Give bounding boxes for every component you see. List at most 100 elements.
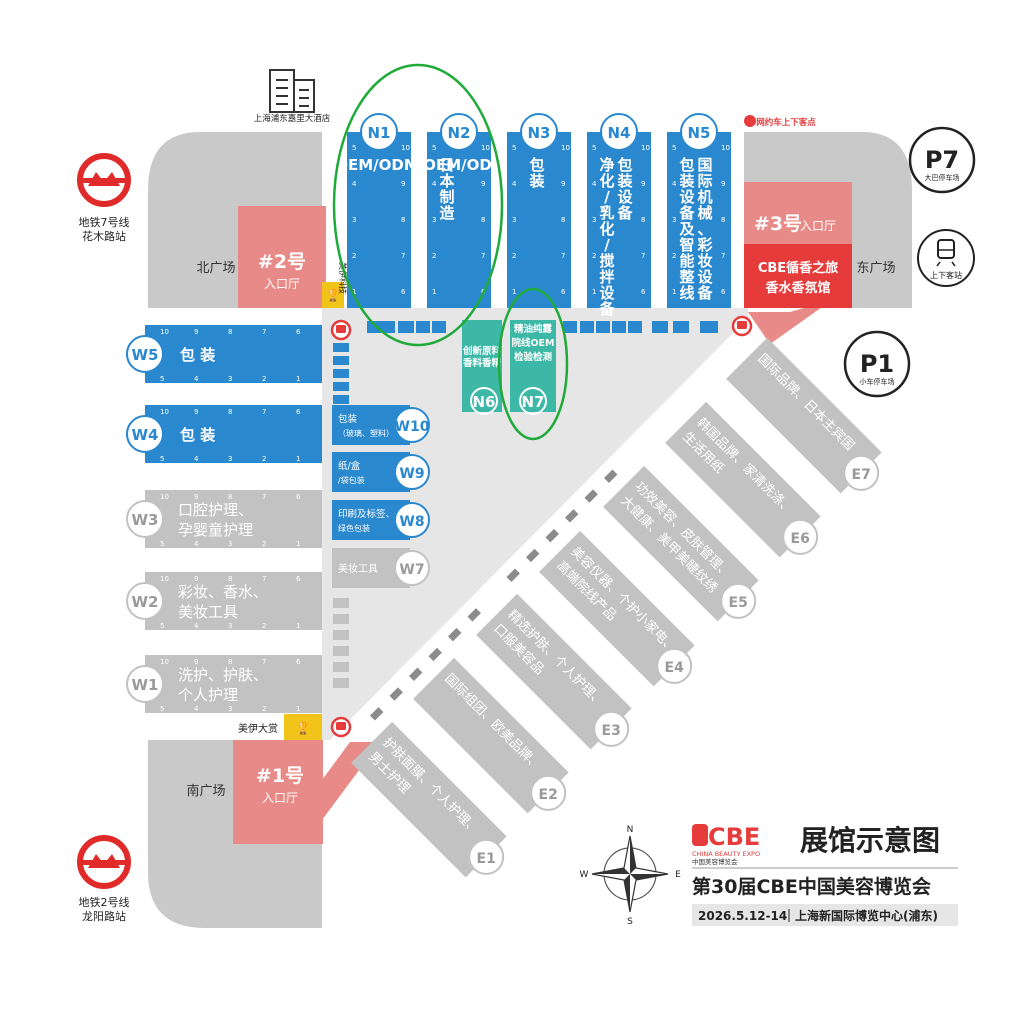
kiosk-booth[interactable] (333, 369, 349, 378)
hall-W7-id: W7 (399, 562, 424, 578)
kiosk-booth[interactable] (370, 707, 384, 721)
passenger-station[interactable]: 上下客站 (917, 229, 975, 287)
booth-number: 8 (228, 328, 232, 336)
hall-W1-id: W1 (132, 676, 159, 694)
compass-w: W (580, 870, 589, 880)
booth-number: 10 (401, 144, 410, 152)
hall-N1-id: N1 (368, 124, 391, 142)
kiosk-booth[interactable] (628, 321, 642, 333)
hall-W5-line1: 包 装 (180, 346, 216, 364)
expo-venue: 上海新国际博览中心(浦东) (795, 908, 938, 923)
booth-number: 3 (228, 705, 232, 713)
hall-E4-id: E4 (665, 660, 685, 676)
kiosk-booth[interactable] (580, 321, 594, 333)
kiosk-booth[interactable] (596, 321, 610, 333)
booth-number: 9 (401, 180, 405, 188)
kiosk-booth[interactable] (381, 321, 395, 333)
metro-2[interactable]: 地铁2号线 龙阳路站 (77, 835, 131, 923)
booth-number: 1 (296, 455, 300, 463)
hall-N6[interactable]: 创新原料 香料香精 N6 (462, 320, 502, 415)
kiosk-booth[interactable] (604, 469, 618, 483)
kiosk-booth[interactable] (506, 568, 520, 582)
hall-N1-text: OEM/ODM (335, 156, 419, 174)
booth-number: 5 (672, 144, 676, 152)
kiosk-booth[interactable] (333, 598, 349, 608)
booth-number: 8 (641, 216, 645, 224)
kiosk-booth[interactable] (409, 667, 423, 681)
award-tech[interactable]: 🏆 美伊科技 (322, 262, 348, 308)
booth-number: 9 (561, 180, 565, 188)
kiosk-booth[interactable] (333, 395, 349, 404)
kiosk-booth[interactable] (333, 678, 349, 688)
kiosk-booth[interactable] (526, 548, 540, 563)
hall-W5-id: W5 (132, 346, 159, 364)
kiosk-booth[interactable] (612, 321, 626, 333)
bus-stop-marker-nw[interactable] (330, 319, 352, 341)
kiosk-booth[interactable] (416, 321, 430, 333)
kiosk-booth[interactable] (389, 687, 403, 701)
kiosk-booth[interactable] (652, 321, 668, 333)
hall-W9[interactable]: W9纸/盒/袋包装 (332, 452, 430, 492)
perfume-pavilion[interactable]: CBE循香之旅 香水香氛馆 (744, 244, 852, 308)
kiosk-booth[interactable] (333, 356, 349, 365)
kiosk-booth[interactable] (467, 608, 481, 622)
pavilion-line2: 香水香氛馆 (764, 280, 830, 296)
pavilion-line1: CBE循香之旅 (758, 260, 838, 276)
award-grand[interactable]: 🏆 美伊大赏 (238, 714, 322, 740)
kiosk-booth[interactable] (367, 321, 381, 333)
parking-p7[interactable]: P7 大巴停车场 (908, 126, 976, 194)
hall-W4-line1: 包 装 (180, 426, 216, 444)
kiosk-booth[interactable] (432, 321, 446, 333)
kiosk-booth[interactable] (428, 647, 442, 662)
kiosk-booth[interactable] (333, 630, 349, 640)
booth-number: 4 (672, 180, 677, 188)
kiosk-booth[interactable] (333, 662, 349, 672)
booth-number: 3 (228, 540, 232, 548)
booth-number: 2 (512, 252, 516, 260)
kiosk-booth[interactable] (448, 627, 462, 642)
booth-number: 9 (194, 575, 198, 583)
booth-number: 4 (194, 540, 199, 548)
entrance-3[interactable]: #3号 入口厅 (744, 182, 852, 244)
booth-number: 8 (561, 216, 565, 224)
entrance-2[interactable]: #2号 入口厅 (238, 206, 326, 308)
kiosk-booth[interactable] (545, 528, 559, 543)
kiosk-booth[interactable] (673, 321, 689, 333)
kiosk-booth[interactable] (563, 321, 577, 333)
kiosk-booth[interactable] (333, 646, 349, 656)
kiosk-booth[interactable] (333, 343, 349, 352)
kiosk-booth[interactable] (333, 382, 349, 391)
hall-W8-id: W8 (399, 514, 424, 530)
main-floor (322, 308, 748, 740)
bus-stop-marker-sw[interactable] (330, 716, 352, 738)
bus-stop-marker-ne[interactable] (731, 315, 753, 337)
entrance-1[interactable]: #1号 入口厅 (233, 740, 323, 844)
kiosk-booth[interactable] (584, 489, 598, 503)
booth-number: 5 (160, 375, 164, 383)
kiosk-booth[interactable] (565, 509, 579, 523)
parking-p1[interactable]: P1 小车停车场 (843, 330, 911, 398)
booth-number: 6 (296, 658, 301, 666)
booth-number: 7 (262, 575, 266, 583)
kiosk-booth[interactable] (333, 614, 349, 624)
metro-7[interactable]: 地铁7号线 花木路站 (77, 153, 131, 243)
rideshare-point[interactable]: 网约车上下客点 (744, 115, 816, 128)
kiosk-booth[interactable] (398, 321, 414, 333)
booth-number: 8 (228, 575, 232, 583)
booth-number: 2 (262, 540, 266, 548)
kiosk-booth[interactable] (700, 321, 718, 333)
hall-N7[interactable]: 精油纯露 院线OEM 检验检测 N7 (510, 320, 556, 415)
